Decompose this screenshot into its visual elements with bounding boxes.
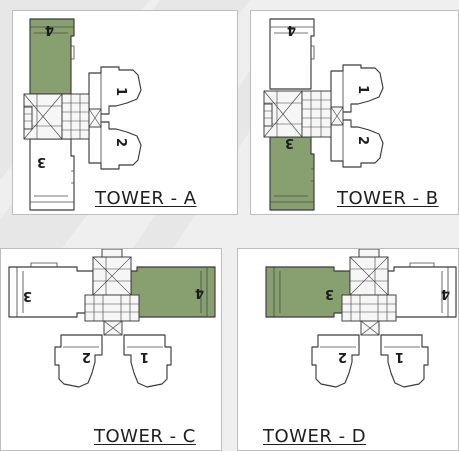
tower-a-panel: 4 1 2 3 bbox=[12, 10, 238, 215]
tower-d-title: TOWER - D bbox=[263, 426, 367, 447]
tower-a-unit-4: 4 bbox=[29, 18, 75, 95]
tower-d-unit-4: 4 bbox=[387, 262, 457, 318]
tower-a-title: TOWER - A bbox=[95, 188, 197, 209]
tower-a-unit-2-number: 2 bbox=[113, 138, 128, 147]
tower-c-unit-2: 2 bbox=[54, 334, 103, 388]
tower-c-unit-1-number: 1 bbox=[140, 349, 149, 364]
tower-d-unit-3-number: 3 bbox=[325, 286, 334, 301]
tower-d-unit-2-number: 2 bbox=[338, 349, 347, 364]
tower-d-core bbox=[341, 249, 397, 336]
tower-c-panel: 3 4 2 1 bbox=[0, 248, 222, 451]
tower-d-unit-2: 2 bbox=[311, 334, 360, 388]
tower-d-floorplan: 3 4 2 1 bbox=[265, 249, 457, 388]
tower-b-unit-4: 4 bbox=[269, 18, 315, 90]
tower-b-core bbox=[263, 90, 344, 138]
tower-b-unit-1-number: 1 bbox=[355, 85, 370, 94]
tower-a-floorplan: 4 1 2 3 bbox=[23, 18, 142, 211]
tower-b-unit-3: 3 bbox=[269, 135, 315, 211]
tower-c-unit-3: 3 bbox=[8, 262, 94, 318]
tower-a-unit-1: 1 bbox=[88, 66, 142, 115]
tower-d-unit-1: 1 bbox=[380, 334, 429, 388]
tower-c-floorplan: 3 4 2 1 bbox=[8, 249, 216, 388]
tower-b-title: TOWER - B bbox=[337, 188, 439, 209]
tower-a-unit-2: 2 bbox=[88, 121, 142, 170]
tower-a-unit-3: 3 bbox=[29, 138, 75, 211]
tower-a-core bbox=[23, 93, 102, 140]
tower-a-unit-4-number: 4 bbox=[45, 22, 54, 37]
tower-b-unit-4-number: 4 bbox=[287, 22, 296, 37]
tower-b-unit-2-number: 2 bbox=[355, 136, 370, 145]
tower-d-panel: 3 4 2 1 bbox=[237, 248, 459, 451]
tower-b-unit-2: 2 bbox=[330, 119, 384, 168]
tower-c-unit-4-number: 4 bbox=[195, 285, 204, 300]
tower-d-unit-4-number: 4 bbox=[441, 286, 450, 301]
tower-c-title: TOWER - C bbox=[94, 426, 196, 447]
tower-d-unit-1-number: 1 bbox=[395, 349, 404, 364]
tower-c-unit-2-number: 2 bbox=[82, 349, 91, 364]
tower-c-unit-4: 4 bbox=[130, 266, 216, 318]
tower-d-unit-3: 3 bbox=[265, 266, 351, 318]
tower-c-unit-1: 1 bbox=[123, 334, 172, 388]
tower-c-core bbox=[84, 249, 140, 336]
tower-b-unit-1: 1 bbox=[330, 64, 384, 113]
tower-b-unit-3-number: 3 bbox=[285, 135, 294, 150]
tower-a-unit-3-number: 3 bbox=[37, 154, 46, 169]
tower-b-panel: 4 1 2 3 bbox=[250, 10, 459, 215]
tower-c-unit-3-number: 3 bbox=[23, 288, 32, 303]
tower-a-unit-1-number: 1 bbox=[113, 87, 128, 96]
tower-b-floorplan: 4 1 2 3 bbox=[263, 18, 384, 211]
